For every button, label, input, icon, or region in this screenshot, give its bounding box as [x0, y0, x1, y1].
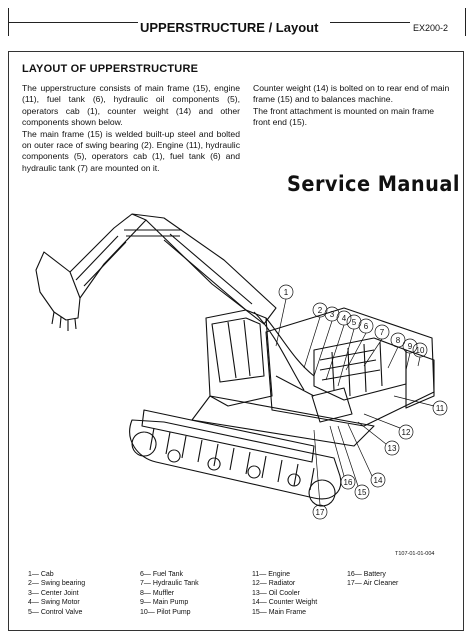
arm-detail: [75, 235, 127, 287]
callout-label: 13: [388, 444, 397, 453]
content-frame: [8, 51, 464, 631]
callout-label: 1: [284, 288, 289, 297]
legend-item: 16— Battery: [347, 571, 386, 578]
leader-lines: [275, 298, 435, 506]
legend-item: 2— Swing bearing: [28, 580, 86, 588]
callout-label: 6: [364, 322, 369, 331]
legend-item: 11— Engine: [252, 571, 291, 578]
callout-label: 16: [344, 478, 353, 487]
callout-label: 5: [352, 318, 357, 327]
cab-frame: [227, 319, 251, 379]
callout-label: 11: [436, 404, 445, 413]
section-title: LAYOUT OF UPPERSTRUCTURE: [22, 63, 199, 75]
page-title: UPPERSTRUCTURE / Layout: [140, 20, 319, 35]
legend-item: 7— Hydraulic Tank: [140, 580, 199, 588]
paragraph: The upperstructure consists of main fram…: [22, 83, 240, 128]
battery-box: [311, 387, 353, 423]
callout-label: 4: [342, 314, 347, 323]
legend-item: 12— Radiator: [252, 580, 296, 588]
legend-item: 1— Cab: [28, 571, 54, 578]
bucket-teeth: [51, 311, 77, 331]
header-rule: [330, 22, 410, 23]
left-column-text: The upperstructure consists of main fram…: [22, 83, 240, 174]
legend-item: 13— Oil Cooler: [252, 589, 300, 597]
legend-column: 16— Battery 17— Air Cleaner: [347, 570, 398, 589]
callout-label: 14: [374, 476, 383, 485]
cab-window: [211, 317, 265, 383]
callout-marker: [354, 484, 370, 500]
callout-label: 10: [416, 346, 425, 355]
paragraph: The front attachment is mounted on main …: [253, 105, 435, 128]
service-manual-watermark: Service Manual: [287, 172, 460, 196]
callout-label: 3: [330, 310, 335, 319]
legend-item: 8— Muffler: [140, 589, 175, 597]
page-header: UPPERSTRUCTURE / Layout EX200-2: [0, 0, 473, 50]
track-shoes: [149, 427, 315, 491]
header-right-bar: [465, 8, 466, 36]
sprocket-wheel: [308, 479, 336, 507]
legend-column: 6— Fuel Tank 7— Hydraulic Tank 8— Muffle…: [140, 570, 199, 617]
legend-item: 6— Fuel Tank: [140, 571, 184, 578]
callout-label: 12: [402, 428, 411, 437]
paragraph: The main frame (15) is welded built-up s…: [22, 128, 240, 173]
legend-item: 14— Counter Weight: [252, 599, 318, 607]
legend-column: 1— Cab 2— Swing bearing 3— Center Joint …: [28, 570, 85, 617]
legend-item: 9— Main Pump: [140, 599, 189, 607]
hydraulic-lines: [253, 311, 315, 397]
legend-column: 11— Engine 12— Radiator 13— Oil Cooler 1…: [252, 570, 317, 617]
callout-marker: [398, 424, 414, 440]
callout-marker: [384, 440, 400, 456]
callout-label: 17: [316, 508, 325, 517]
arm: [69, 213, 147, 299]
boom: [131, 213, 277, 325]
track-outline: [129, 419, 342, 500]
legend-item: 5— Control Valve: [28, 608, 83, 616]
callout-label: 8: [396, 336, 401, 345]
legend-item: 15— Main Frame: [252, 608, 307, 616]
idler-wheel: [131, 431, 157, 457]
figure-code: T107-01-01-004: [395, 551, 435, 557]
header-rule: [8, 22, 138, 23]
callout-marker: [370, 472, 386, 488]
callout-label: 7: [380, 328, 385, 337]
paragraph: Counter weight (14) is bolted on to rear…: [253, 83, 450, 105]
legend-item: 10— Pilot Pump: [140, 608, 191, 616]
model-code: EX200-2: [413, 23, 449, 33]
counterweight: [405, 349, 435, 409]
callout-marker: [340, 474, 356, 490]
boom-cylinder: [163, 233, 253, 311]
callout-marker: [432, 400, 448, 416]
legend-item: 17— Air Cleaner: [347, 580, 399, 588]
legend-item: 3— Center Joint: [28, 589, 79, 597]
bucket-shape: [35, 251, 81, 321]
right-column-text: Counter weight (14) is bolted on to rear…: [253, 83, 453, 129]
arm-cylinder: [124, 229, 182, 237]
legend-item: 4— Swing Motor: [28, 599, 80, 607]
excavator-layout-diagram: 1 2 3 4 5 6 7 8 9 10 11 12 13 14 15 16 1…: [14, 200, 458, 540]
swing-base: [191, 395, 375, 447]
track-rollers: [167, 449, 301, 487]
callout-label: 15: [358, 488, 367, 497]
callout-label: 2: [318, 306, 323, 315]
callout-label: 9: [408, 342, 413, 351]
excavator-illustration: 1 2 3 4 5 6 7 8 9 10 11 12 13 14 15 16 1…: [35, 213, 448, 520]
